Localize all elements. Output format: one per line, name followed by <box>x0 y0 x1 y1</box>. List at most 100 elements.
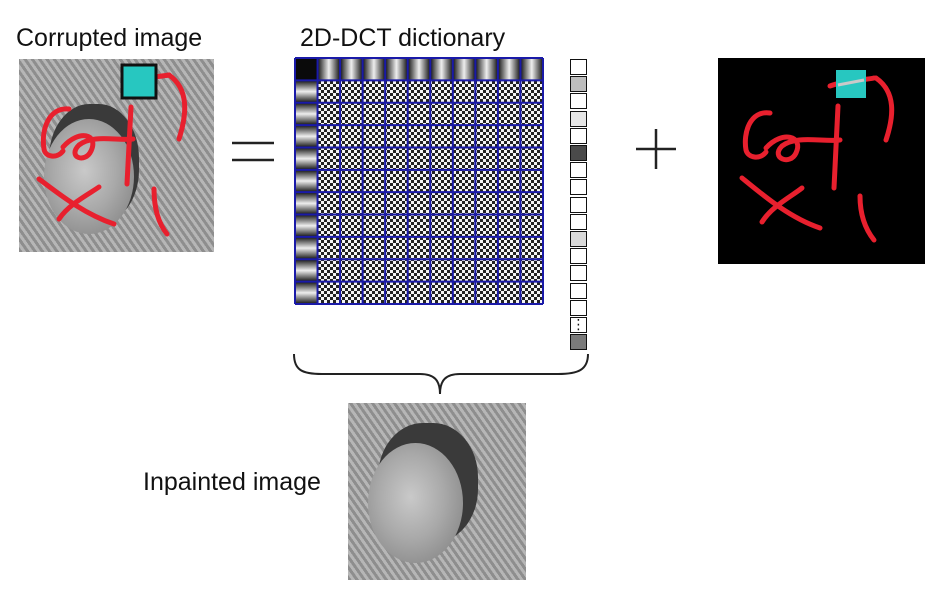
dct-atom <box>340 214 363 237</box>
dct-atom <box>362 281 386 304</box>
dct-atom <box>475 80 498 103</box>
dct-atom <box>385 169 408 193</box>
dct-atom <box>452 281 476 304</box>
dct-atom <box>340 169 363 193</box>
dct-atom <box>317 214 341 237</box>
dct-atom <box>407 80 431 103</box>
dct-atom <box>520 169 543 193</box>
dct-atom <box>430 281 453 304</box>
coefficient-cell <box>570 334 587 351</box>
coefficient-cell <box>570 110 587 127</box>
err-patch-line <box>837 78 865 87</box>
dct-atom <box>340 147 363 170</box>
err-mark-lower-right <box>857 193 877 243</box>
dct-atom <box>340 259 363 282</box>
dct-atom <box>430 259 453 282</box>
dct-atom <box>407 281 431 304</box>
dct-atom <box>385 147 408 170</box>
dct-atom <box>497 236 521 260</box>
dct-atom <box>362 125 386 148</box>
mark-right-arc <box>166 72 188 142</box>
coefficient-cell <box>570 265 587 282</box>
dct-atom <box>407 236 431 260</box>
coefficient-cell <box>570 76 587 93</box>
dct-dictionary <box>294 57 544 305</box>
dct-atom <box>385 58 408 81</box>
dct-atom <box>317 169 341 193</box>
dct-atom <box>317 125 341 148</box>
coefficient-cell <box>570 145 587 161</box>
dct-atom <box>340 58 363 81</box>
dct-atom <box>452 102 476 126</box>
dct-atom <box>497 259 521 282</box>
dct-atom <box>497 102 521 126</box>
dct-atom <box>407 147 431 170</box>
dct-atom <box>430 147 453 170</box>
dct-atom <box>475 281 498 304</box>
coefficient-cell <box>570 282 587 299</box>
dct-atom <box>385 125 408 148</box>
dct-atom <box>475 147 498 170</box>
err-mark-loop <box>763 134 843 163</box>
coefficient-cell <box>570 196 587 213</box>
inpainted-image <box>348 403 526 580</box>
dct-atom <box>362 169 386 193</box>
dct-atom <box>317 192 341 215</box>
dct-atom <box>385 281 408 304</box>
dct-atom <box>452 192 476 215</box>
dct-atom <box>520 259 543 282</box>
err-mark-curve-left <box>742 110 773 160</box>
coefficient-cell <box>570 127 587 144</box>
err-mark-vertical <box>831 103 841 191</box>
dct-atom <box>295 169 318 193</box>
inpainted-image-label: Inpainted image <box>143 468 321 496</box>
dct-atom <box>520 80 543 103</box>
dct-atom <box>385 259 408 282</box>
coefficient-cell <box>570 59 587 75</box>
dct-atom <box>475 214 498 237</box>
dct-atom <box>295 102 318 126</box>
dct-atom <box>475 169 498 193</box>
dct-atom <box>295 125 318 148</box>
corrupted-image <box>19 59 214 252</box>
dct-atom <box>407 125 431 148</box>
mark-loop <box>60 133 136 161</box>
dct-atom <box>295 58 318 81</box>
dct-atom <box>340 125 363 148</box>
dct-atom <box>317 236 341 260</box>
coefficient-cell <box>570 162 587 179</box>
coefficient-cell <box>570 317 587 333</box>
corrupted-image-label: Corrupted image <box>16 24 203 52</box>
dictionary-grid <box>294 57 544 305</box>
dct-atom <box>475 259 498 282</box>
equals-sign <box>232 141 274 162</box>
corruption-marks <box>36 63 188 237</box>
dct-atom <box>317 259 341 282</box>
dct-atom <box>407 259 431 282</box>
dct-atom <box>430 125 453 148</box>
mark-curve-left <box>40 106 72 159</box>
dct-atom <box>362 58 386 81</box>
coefficient-cell <box>570 213 587 230</box>
dct-atom <box>430 58 453 81</box>
dct-atom <box>295 214 318 237</box>
dictionary-label: 2D-DCT dictionary <box>300 24 506 52</box>
coefficient-cell <box>570 179 587 196</box>
mark-vertical-right <box>124 104 134 187</box>
dct-atom <box>340 102 363 126</box>
dct-atom <box>452 169 476 193</box>
inpainted-face <box>368 443 463 563</box>
dct-atom <box>497 214 521 237</box>
coefficient-cell <box>570 248 587 265</box>
coefficient-cell <box>570 231 587 247</box>
curly-brace <box>293 353 589 395</box>
coefficient-ellipsis: ⋮ <box>571 316 586 332</box>
dct-atom <box>475 125 498 148</box>
dct-atom <box>497 125 521 148</box>
dct-atom <box>407 169 431 193</box>
dct-atom <box>317 281 341 304</box>
dct-atom <box>295 147 318 170</box>
dct-atom <box>317 80 341 103</box>
dct-atom <box>475 236 498 260</box>
dct-atom <box>520 236 543 260</box>
